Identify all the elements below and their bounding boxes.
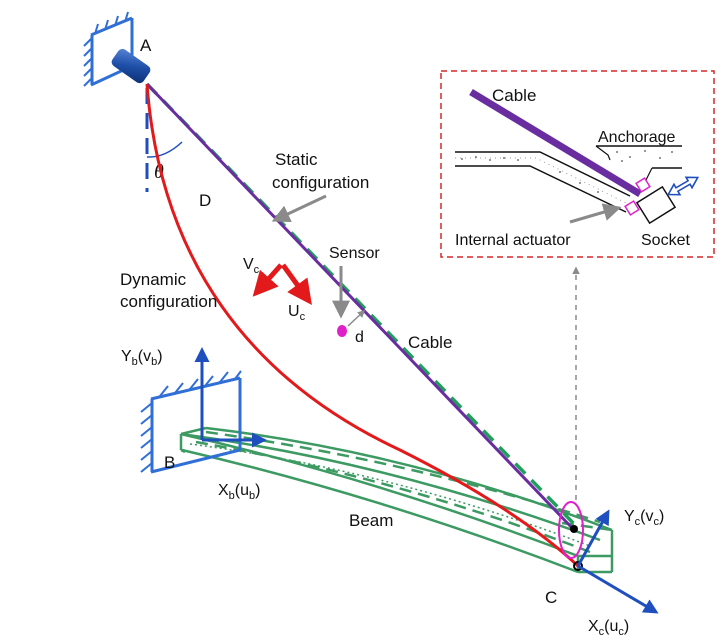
actuator-plate-top — [635, 177, 651, 193]
uc-arrow — [280, 263, 312, 306]
socket-box — [635, 185, 677, 225]
label-a: A — [140, 36, 152, 55]
anchorage-highlight-ellipse — [558, 501, 584, 559]
label-xc: Xc(uc) — [588, 618, 629, 638]
inset-label-cable: Cable — [492, 86, 536, 105]
beam-neutral-axis — [189, 443, 591, 547]
label-cable: Cable — [408, 333, 452, 352]
dynamic-configuration-curve — [145, 83, 580, 568]
cable-end-dot — [570, 525, 578, 533]
axis-xc-arrow — [577, 564, 659, 614]
label-dynamic-1: Dynamic — [120, 270, 187, 289]
label-xb: Xb(ub) — [218, 482, 260, 502]
cable-line — [145, 82, 577, 533]
label-uc: Uc — [288, 303, 306, 323]
point-c-dot — [573, 561, 583, 571]
internal-actuator-pointer — [569, 203, 622, 224]
label-dynamic-2: configuration — [120, 292, 217, 311]
label-yc: Yc(vc) — [624, 508, 664, 528]
label-sensor: Sensor — [329, 245, 380, 262]
label-static-2: configuration — [272, 173, 369, 192]
inset-label-socket: Socket — [641, 232, 690, 249]
axis-yc-arrow — [576, 509, 610, 567]
label-b: B — [164, 453, 175, 472]
label-theta: θ — [154, 161, 164, 183]
label-d-offset: d — [355, 329, 364, 346]
inset-detail: Cable Anchorage Internal actuator Socket — [440, 70, 715, 258]
inset-label-internal-actuator: Internal actuator — [455, 232, 571, 249]
inset-cable — [469, 89, 642, 197]
support-b — [140, 370, 242, 474]
label-c: C — [545, 588, 557, 607]
theta-arc — [146, 141, 183, 158]
actuation-double-arrow — [666, 176, 700, 196]
vc-arrow — [252, 263, 283, 297]
actuator-cylinder — [111, 48, 151, 84]
beam-dashed-line-2 — [205, 430, 601, 524]
label-beam: Beam — [349, 511, 393, 530]
inset-label-anchorage: Anchorage — [598, 129, 675, 146]
label-d-point: D — [199, 191, 211, 210]
actuator-plate-bottom — [624, 200, 640, 216]
beam — [179, 426, 614, 574]
label-vc: Vc — [243, 256, 260, 276]
support-a — [83, 11, 151, 87]
d-offset-arrow — [347, 309, 366, 327]
sensor-dot — [337, 325, 347, 337]
label-static-1: Static — [275, 150, 318, 169]
label-yb: Yb(vb) — [121, 348, 163, 368]
anchorage-block — [595, 145, 682, 181]
static-pointer-arrow — [271, 194, 327, 223]
duct-section — [455, 151, 631, 213]
